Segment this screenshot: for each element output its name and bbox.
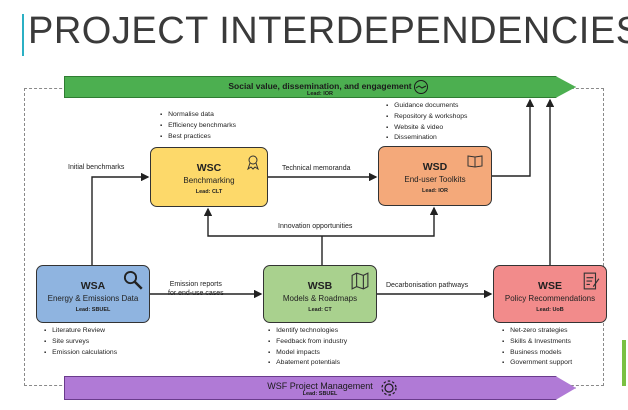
list-item: Feedback from industry [268, 337, 347, 348]
wsd-bullet-list: Guidance documents Repository & workshop… [386, 101, 467, 144]
title-accent-bar [22, 14, 24, 56]
banner-bottom-lead: Lead: SBUEL [302, 391, 338, 397]
box-lead: Lead: SBUEL [75, 307, 111, 313]
box-code: WSB [307, 280, 333, 292]
wsc-bullet-list: Normalise data Efficiency benchmarks Bes… [160, 110, 236, 142]
label-initial-benchmarks: Initial benchmarks [68, 164, 125, 171]
label-emission-reports: Emission reports for end-use cases [168, 280, 224, 298]
box-lead: Lead: CLT [195, 189, 223, 195]
list-item: Emission calculations [44, 348, 117, 359]
list-item: Government support [502, 358, 572, 369]
list-item: Dissemination [386, 133, 467, 144]
label-decarbonisation-pathways: Decarbonisation pathways [386, 282, 469, 289]
label-emission-reports-line1: Emission reports [169, 281, 222, 288]
award-ribbon-icon [247, 155, 259, 170]
list-item: Website & video [386, 123, 467, 134]
handshake-icon [414, 80, 428, 94]
banner-project-management: WSF Project Management Lead: SBUEL [64, 376, 576, 400]
edge-accent-tab [622, 340, 626, 386]
list-item: Identify technologies [268, 326, 347, 337]
map-icon [351, 272, 369, 290]
label-emission-reports-line2: for end-use cases [168, 290, 224, 297]
box-wsd: WSD End-user Toolkits Lead: IOR [378, 146, 492, 206]
list-item: Site surveys [44, 337, 117, 348]
box-name: End-user Toolkits [404, 175, 466, 184]
page-title: PROJECT INTERDEPENDENCIES [28, 10, 628, 52]
document-pen-icon [583, 272, 600, 290]
magnifier-icon [123, 270, 143, 290]
box-wsa: WSA Energy & Emissions Data Lead: SBUEL [36, 265, 150, 323]
box-lead: Lead: UoB [536, 307, 564, 313]
gear-icon [381, 380, 397, 396]
list-item: Repository & workshops [386, 112, 467, 123]
list-item: Net-zero strategies [502, 326, 572, 337]
box-lead: Lead: IOR [422, 188, 448, 194]
label-technical-memoranda: Technical memoranda [282, 165, 351, 172]
wse-bullet-list: Net-zero strategies Skills & Investments… [502, 326, 572, 369]
box-name: Models & Roadmaps [282, 294, 358, 303]
box-code: WSC [196, 162, 222, 174]
list-item: Best practices [160, 132, 236, 143]
banner-top-lead: Lead: IOR [307, 91, 333, 97]
box-code: WSE [538, 280, 562, 292]
banner-top-title: Social value, dissemination, and engagem… [228, 81, 412, 91]
list-item: Model impacts [268, 348, 347, 359]
book-icon [467, 155, 483, 168]
banner-bottom-title: WSF Project Management [267, 381, 373, 391]
list-item: Literature Review [44, 326, 117, 337]
list-item: Skills & Investments [502, 337, 572, 348]
wsb-bullet-list: Identify technologies Feedback from indu… [268, 326, 347, 369]
label-innovation-opportunities: Innovation opportunities [278, 223, 353, 230]
box-name: Policy Recommendations [504, 294, 596, 303]
list-item: Business models [502, 348, 572, 359]
banner-social-value: Social value, dissemination, and engagem… [64, 76, 576, 98]
list-item: Guidance documents [386, 101, 467, 112]
box-code: WSA [80, 280, 106, 292]
list-item: Abatement potentials [268, 358, 347, 369]
box-lead: Lead: CT [308, 307, 332, 313]
list-item: Efficiency benchmarks [160, 121, 236, 132]
list-item: Normalise data [160, 110, 236, 121]
box-code: WSD [422, 161, 448, 173]
box-wsb: WSB Models & Roadmaps Lead: CT [263, 265, 377, 323]
box-wsc: WSC Benchmarking Lead: CLT [150, 147, 268, 207]
box-wse: WSE Policy Recommendations Lead: UoB [493, 265, 607, 323]
box-name: Energy & Emissions Data [47, 294, 139, 303]
box-name: Benchmarking [183, 176, 235, 185]
wsa-bullet-list: Literature Review Site surveys Emission … [44, 326, 117, 358]
